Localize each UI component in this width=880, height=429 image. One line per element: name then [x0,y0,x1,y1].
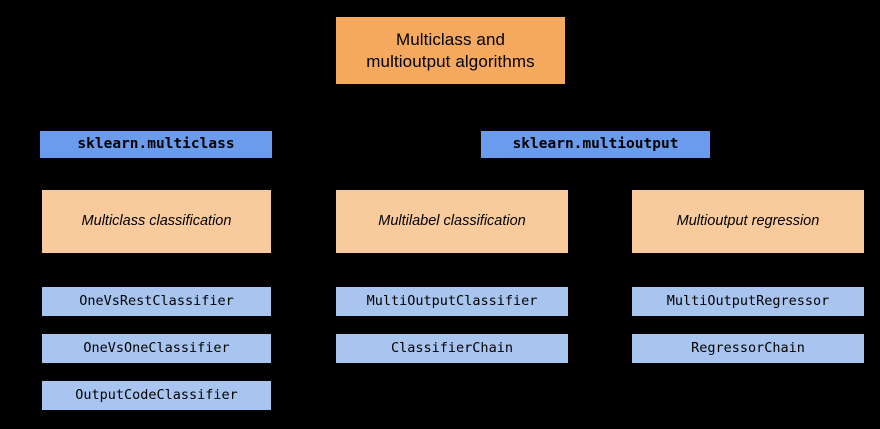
node-module-sklearn-multioutput: sklearn.multioutput [481,131,710,158]
node-estimator-multioutputclassifier: MultiOutputClassifier [336,287,568,316]
node-task-multioutput-regression: Multioutput regression [632,190,864,253]
node-estimator-multioutputregressor: MultiOutputRegressor [632,287,864,316]
node-estimator-regressorchain: RegressorChain [632,334,864,363]
node-module-sklearn-multiclass: sklearn.multiclass [40,131,272,158]
node-task-multilabel-classification: Multilabel classification [336,190,568,253]
node-task-multiclass-classification: Multiclass classification [42,190,271,253]
node-title-multiclass-and-multioutput-algorithms: Multiclass and multioutput algorithms [336,17,565,84]
node-estimator-onevsrestclassifier: OneVsRestClassifier [42,287,271,316]
node-estimator-onevsoneclassifier: OneVsOneClassifier [42,334,271,363]
node-estimator-outputcodeclassifier: OutputCodeClassifier [42,381,271,410]
node-estimator-classifierchain: ClassifierChain [336,334,568,363]
